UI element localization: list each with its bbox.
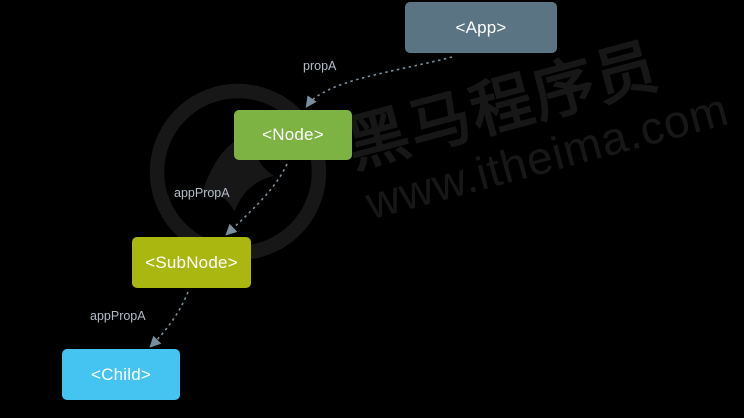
edge-node-to-subnode	[225, 163, 288, 236]
edge-label-appPropA-1: appPropA	[174, 186, 230, 200]
edge-label-propA: propA	[303, 59, 337, 73]
edge-label-appPropA-2: appPropA	[90, 309, 146, 323]
watermark-url: www.itheima.com	[360, 82, 734, 230]
node-node: <Node>	[234, 110, 352, 160]
watermark-logo-icon	[149, 83, 327, 261]
node-child: <Child>	[62, 349, 180, 400]
node-app: <App>	[405, 2, 557, 53]
edge-subnode-to-child	[149, 291, 189, 348]
node-subnode: <SubNode>	[132, 237, 251, 288]
